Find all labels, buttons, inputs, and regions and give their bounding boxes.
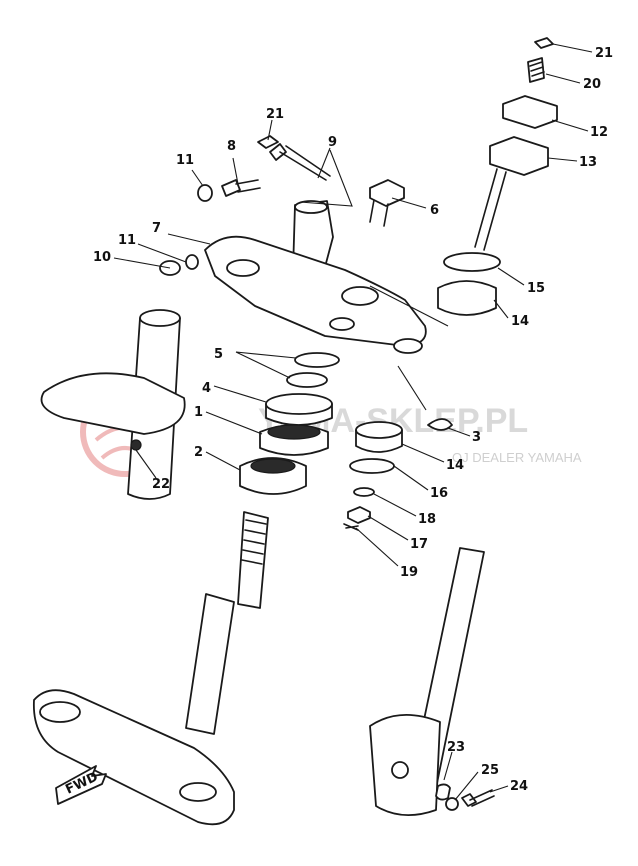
- callout-20: 20: [583, 77, 601, 92]
- callout-13: 13: [579, 155, 597, 170]
- callout-12: 12: [590, 125, 608, 140]
- stem-nut-stack: [343, 418, 453, 531]
- callout-15: 15: [527, 281, 545, 296]
- callout-19: 19: [400, 565, 418, 580]
- callout-10: 10: [93, 250, 111, 265]
- callout-9: 9: [328, 135, 337, 150]
- callout-17: 17: [410, 537, 428, 552]
- callout-2: 2: [194, 445, 203, 460]
- steering-bearings: [239, 352, 340, 495]
- callout-11: 11: [176, 153, 194, 168]
- callout-16: 16: [430, 486, 448, 501]
- callout-21: 21: [266, 107, 284, 122]
- callout-7: 7: [152, 221, 161, 236]
- callout-24: 24: [510, 779, 528, 794]
- callout-25: 25: [481, 763, 499, 778]
- upper-bracket: [159, 200, 427, 354]
- callout-14: 14: [446, 458, 464, 473]
- forward-arrow: FWD: [55, 765, 107, 805]
- headlight-bracket: [40, 309, 186, 500]
- fork-leg: [369, 547, 495, 817]
- handlebar-holder-assembly: [437, 37, 558, 316]
- callout-4: 4: [202, 381, 211, 396]
- leader-lines: [113, 43, 593, 801]
- callout-5: 5: [214, 347, 223, 362]
- callout-labels: 21 20 12 13 21 9 8 11 6 7 11 10 15 14 5 …: [93, 46, 613, 794]
- callout-14: 14: [511, 314, 529, 329]
- steering-stem: [33, 511, 269, 826]
- callout-8: 8: [227, 139, 236, 154]
- callout-3: 3: [472, 430, 481, 445]
- callout-21: 21: [595, 46, 613, 61]
- callout-18: 18: [418, 512, 436, 527]
- callout-6: 6: [430, 203, 439, 218]
- callout-1: 1: [194, 405, 203, 420]
- watermark-subtitle: OJ DEALER YAMAHA: [452, 450, 582, 465]
- callout-22: 22: [152, 477, 170, 492]
- callout-23: 23: [447, 740, 465, 755]
- callout-11: 11: [118, 233, 136, 248]
